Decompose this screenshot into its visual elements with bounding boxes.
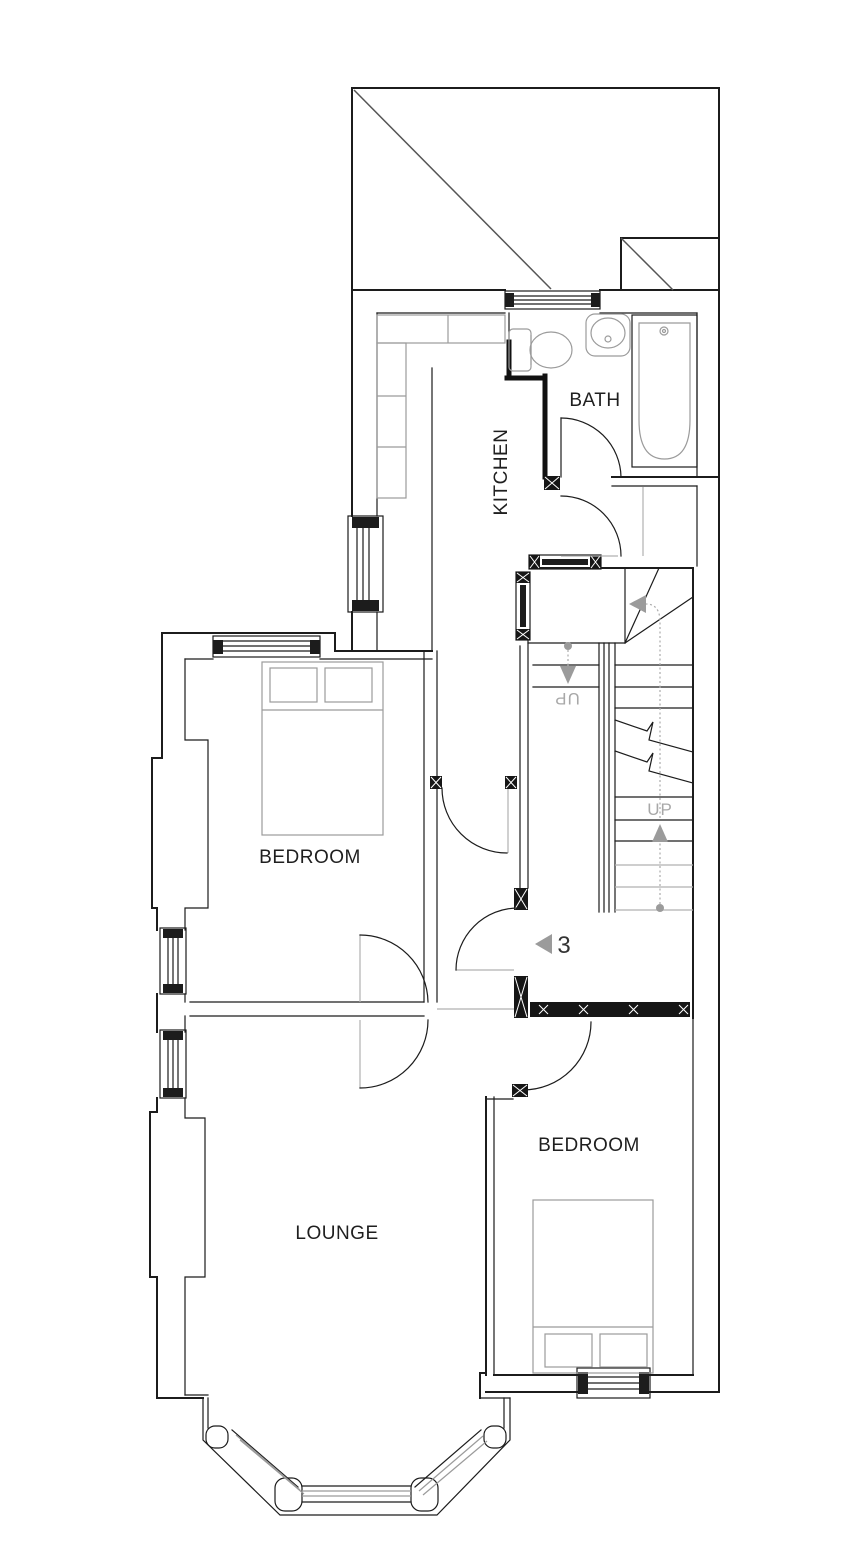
door-flat-entrance — [455, 907, 519, 971]
roof-diagonal-small — [620, 237, 674, 291]
bathtub-icon — [631, 314, 698, 468]
room-label-bath: BATH — [569, 390, 620, 411]
up-arrow-main-icon — [652, 824, 668, 842]
bay-post-bottom-right — [410, 1477, 439, 1512]
jamb-hall-right — [505, 776, 517, 789]
yard-outline — [351, 87, 720, 291]
window-bedroom-front — [212, 635, 321, 658]
main-flight-treads-lower — [615, 864, 693, 911]
stair-label-up-main: UP — [647, 800, 673, 819]
window-kitchen — [347, 515, 384, 613]
door-bedroom-rear — [522, 1021, 592, 1091]
sink-icon — [585, 313, 631, 357]
door-bedroom-front — [359, 934, 429, 1003]
door-landing — [560, 495, 622, 557]
room-label-bedroom-rear: BEDROOM — [538, 1135, 640, 1156]
room-label-bedroom-front: BEDROOM — [259, 847, 361, 868]
stair-stringer — [598, 642, 616, 913]
break-line-2 — [614, 750, 694, 784]
staircase — [527, 487, 694, 1019]
bay-post-bottom-left — [274, 1477, 303, 1512]
flat-number-label: 3 — [557, 932, 570, 959]
landing-glazed-bar-vertical — [515, 571, 531, 641]
room-label-lounge: LOUNGE — [295, 1223, 378, 1244]
kitchen-counter — [376, 314, 506, 499]
toilet-icon — [508, 328, 573, 372]
window-left-bedroom — [159, 927, 187, 995]
bath-kitchen-wall — [504, 339, 548, 480]
landing-glazed-bar-horizontal — [528, 554, 602, 570]
path-start-dot-main — [656, 904, 664, 912]
jamb-flat-entry-lower — [514, 976, 528, 1018]
doors — [359, 417, 622, 1091]
bay-post-left — [205, 1425, 229, 1449]
door-lounge — [359, 1019, 429, 1089]
path-start-dot-return — [564, 642, 572, 650]
jamb-hall-left — [430, 776, 442, 789]
bay-post-right — [483, 1425, 507, 1449]
window-left-lounge — [159, 1029, 187, 1099]
up-arrow-return-icon — [560, 666, 576, 684]
internal-walls — [189, 312, 720, 1393]
break-line-1 — [614, 719, 694, 753]
hatched-wall — [437, 1002, 690, 1017]
windows — [159, 290, 651, 1399]
flat-number-arrow-icon — [535, 934, 552, 954]
door-bath — [560, 417, 622, 478]
dividing-wall-bedroom-lounge — [189, 1001, 425, 1017]
fixtures — [261, 313, 698, 1374]
bed-rear — [532, 1199, 654, 1374]
jamb-bedroom-rear-door — [512, 1084, 528, 1097]
bay-window — [156, 1372, 511, 1516]
room-label-kitchen: KITCHEN — [491, 429, 512, 516]
stair-guides — [535, 595, 668, 954]
bed-front — [261, 661, 384, 836]
return-flight-treads — [532, 664, 600, 688]
window-bedroom-rear — [576, 1367, 651, 1399]
door-jambs — [430, 476, 560, 1097]
main-flight-treads — [614, 664, 694, 842]
stair-label-up-return: UP — [554, 689, 580, 708]
turn-arrow-icon — [629, 595, 646, 613]
window-bath — [504, 290, 601, 310]
jamb-bath-door — [544, 476, 560, 490]
exterior-walls — [149, 289, 720, 1399]
labels: BATH KITCHEN BEDROOM BEDROOM LOUNGE UP U… — [259, 390, 673, 1244]
door-hallway — [441, 787, 509, 854]
jamb-flat-entry-upper — [514, 888, 528, 910]
roof-diagonal-large — [353, 89, 552, 290]
